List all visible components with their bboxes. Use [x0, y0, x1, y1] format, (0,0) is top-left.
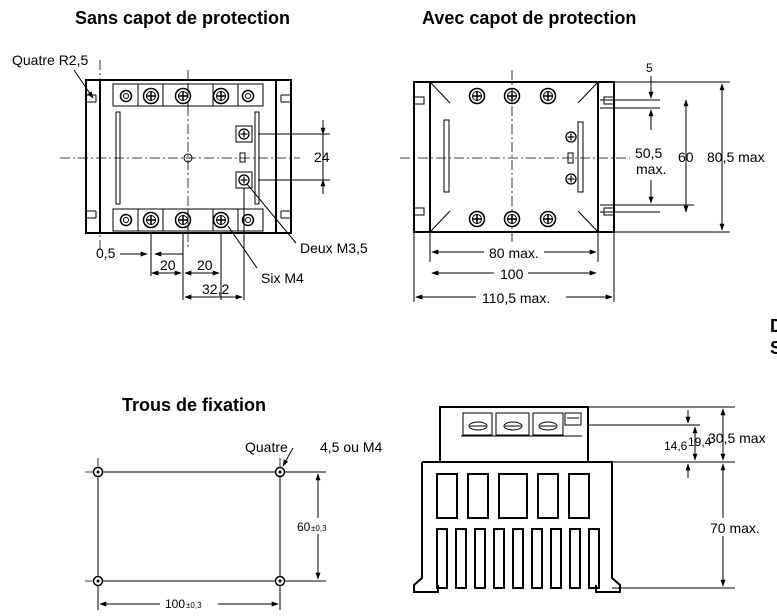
- terminal-ring-icon: [241, 89, 255, 103]
- mounting-hole-icon: [92, 466, 104, 478]
- label-four-holes: Quatre: [245, 439, 288, 455]
- dim-80-max: 80 max.: [489, 245, 539, 261]
- label-corner-radius: Quatre R2,5: [12, 52, 88, 68]
- relay-body-outline: [85, 79, 292, 234]
- dim-50-5-max: max.: [636, 161, 666, 177]
- dim-24: 24: [314, 149, 330, 165]
- view-mounting-holes: Trous de fixation Quatre 4,5 ou M4 60 ±0…: [85, 395, 382, 612]
- dim-30-5-max: 30,5 max: [708, 430, 766, 446]
- mounting-rectangle: [97, 471, 281, 582]
- cover-outline: [413, 81, 615, 233]
- screw-m35-icon: [238, 128, 250, 140]
- title-mounting-holes: Trous de fixation: [122, 395, 266, 415]
- edge-text-fragment: S: [770, 338, 777, 358]
- dim-110-5-max: 110,5 max.: [482, 290, 550, 306]
- dim-14-6: 14,6: [664, 439, 688, 453]
- dim-5: 5: [646, 61, 653, 75]
- dim-100-top: 100: [500, 266, 524, 282]
- dim-19-4: 19,4: [688, 435, 712, 449]
- label-two-m35: Deux M3,5: [300, 240, 368, 256]
- screw-m4-icon: [142, 211, 160, 229]
- terminal-ring-icon: [119, 89, 133, 103]
- screw-m4-icon: [212, 87, 230, 105]
- dim-60-right: 60: [678, 149, 694, 165]
- screw-m35-icon: [238, 174, 250, 186]
- dim-70-max: 70 max.: [710, 520, 760, 536]
- terminal-ring-icon: [119, 213, 133, 227]
- dim-100-holes: 100: [165, 597, 185, 611]
- screw-icon: [468, 210, 486, 228]
- dim-60-holes: 60: [297, 520, 311, 534]
- screw-icon: [539, 210, 557, 228]
- label-six-m4: Six M4: [261, 270, 304, 286]
- mounting-hole-icon: [274, 466, 286, 478]
- title-without-cover: Sans capot de protection: [75, 8, 290, 28]
- edge-text-fragment: D: [770, 316, 777, 336]
- view-with-cover: Avec capot de protection: [400, 8, 765, 306]
- dim-100-tolerance: ±0,3: [186, 601, 202, 610]
- dim-50-5: 50,5: [635, 145, 662, 161]
- screw-icon: [539, 87, 557, 105]
- screw-small-icon: [565, 131, 577, 143]
- dim-0-5: 0,5: [96, 245, 116, 261]
- screw-m4-icon: [142, 87, 160, 105]
- dim-20-b: 20: [197, 257, 213, 273]
- title-with-cover: Avec capot de protection: [422, 8, 636, 28]
- dim-20-a: 20: [160, 257, 176, 273]
- dim-80-5-max: 80,5 max: [707, 149, 765, 165]
- screw-small-icon: [565, 173, 577, 185]
- screw-m4-icon: [212, 211, 230, 229]
- label-hole-size: 4,5 ou M4: [320, 439, 382, 455]
- dim-60-tolerance: ±0,3: [311, 524, 327, 533]
- mounting-hole-icon: [92, 575, 104, 587]
- mounting-hole-icon: [274, 575, 286, 587]
- screw-icon: [468, 87, 486, 105]
- dim-32-2: 32,2: [202, 281, 229, 297]
- view-side-heatsink: 14,6 19,4 30,5 max 70 max.: [413, 406, 777, 593]
- view-without-cover: Sans capot de protection: [12, 8, 368, 300]
